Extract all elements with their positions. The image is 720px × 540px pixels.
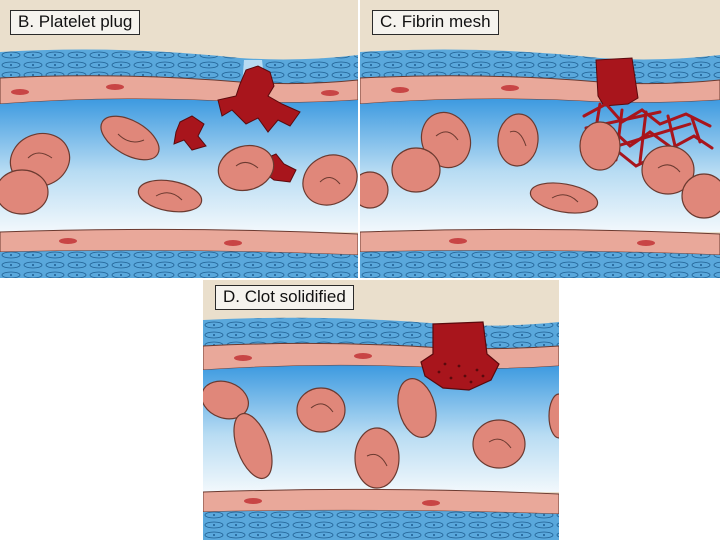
outer-tissue-bottom (0, 251, 358, 278)
panel-fibrin-mesh: C. Fibrin mesh (360, 0, 720, 278)
panel-b-label: B. Platelet plug (10, 10, 140, 35)
panel-platelet-plug: B. Platelet plug (0, 0, 358, 278)
platelet-plug (596, 58, 638, 106)
clot-solidified-illustration (203, 280, 559, 540)
panel-d-label: D. Clot solidified (215, 285, 354, 310)
panel-clot-solidified: D. Clot solidified (203, 280, 559, 540)
panel-c-label: C. Fibrin mesh (372, 10, 499, 35)
outer-tissue-bottom (360, 251, 720, 278)
platelet-plug-illustration (0, 0, 358, 278)
fibrin-mesh-illustration (360, 0, 720, 278)
outer-tissue-bottom (203, 510, 559, 540)
